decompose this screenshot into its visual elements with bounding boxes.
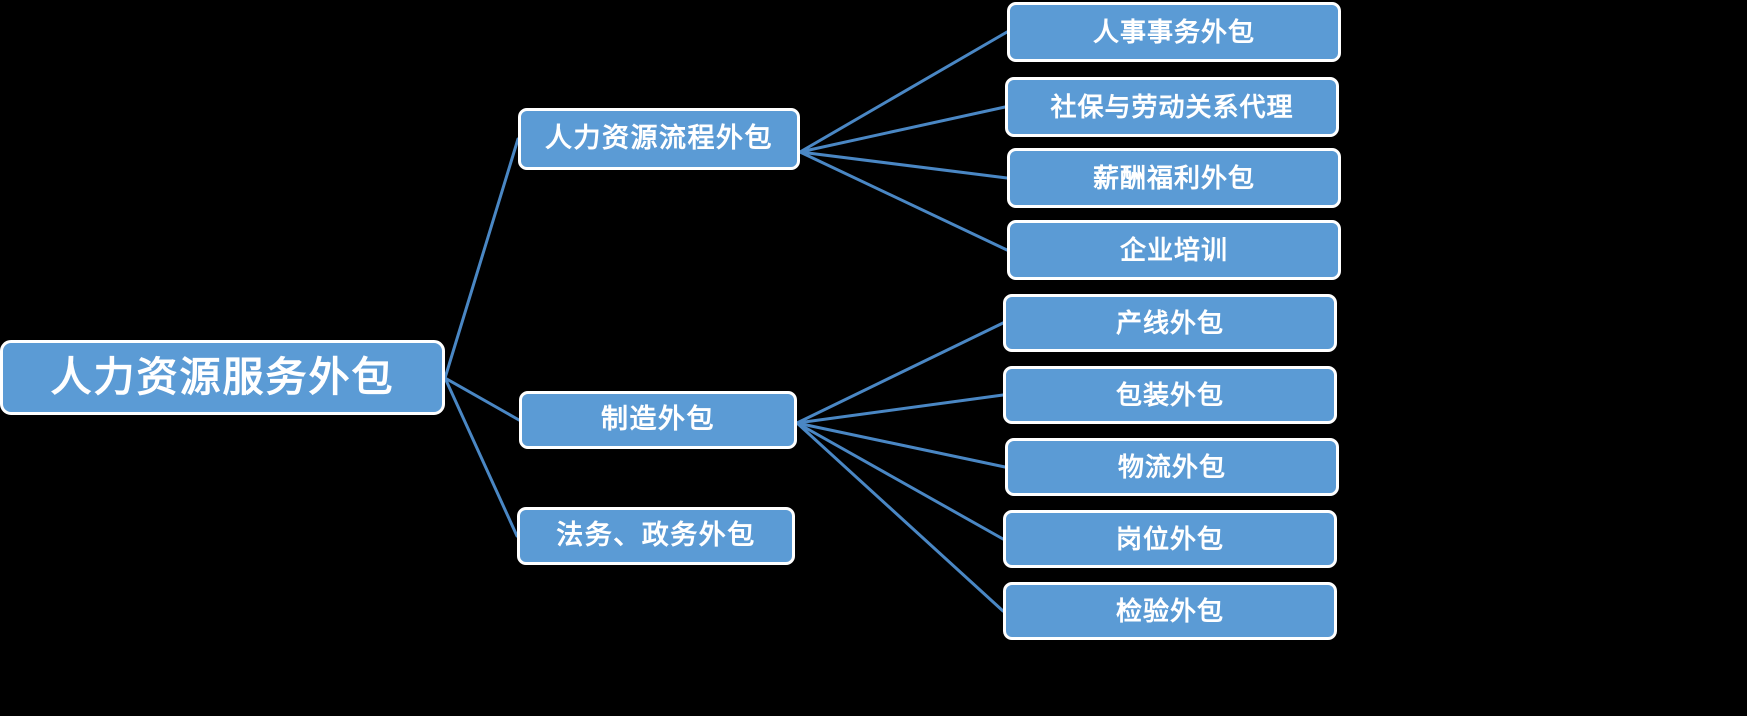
node-leaf-packaging[interactable]: 包装外包 xyxy=(1003,366,1337,424)
node-manufacturing-label: 制造外包 xyxy=(601,404,715,435)
edge-manufacturing-to-leaf-7 xyxy=(795,421,1007,469)
edge-hrpo-to-leaf-4 xyxy=(798,150,1009,252)
edge-root-to-manufacturing xyxy=(443,376,521,422)
node-leaf-inspection[interactable]: 检验外包 xyxy=(1003,582,1337,640)
node-leaf-compensation-benefits[interactable]: 薪酬福利外包 xyxy=(1007,148,1341,208)
node-leaf-logistics[interactable]: 物流外包 xyxy=(1005,438,1339,496)
node-legal[interactable]: 法务、政务外包 xyxy=(517,507,795,565)
node-leaf-inspection-label: 检验外包 xyxy=(1115,595,1224,626)
edge-manufacturing-to-leaf-5 xyxy=(795,321,1005,425)
edge-hrpo-to-leaf-1 xyxy=(798,30,1009,154)
node-leaf-logistics-label: 物流外包 xyxy=(1117,451,1226,482)
node-leaf-social-insurance-label: 社保与劳动关系代理 xyxy=(1050,91,1294,122)
edge-manufacturing-to-leaf-9 xyxy=(795,421,1005,613)
node-legal-label: 法务、政务外包 xyxy=(556,520,756,551)
node-leaf-compensation-benefits-label: 薪酬福利外包 xyxy=(1092,162,1255,193)
edge-manufacturing-to-leaf-8 xyxy=(795,421,1005,541)
node-leaf-corporate-training-label: 企业培训 xyxy=(1119,234,1228,265)
node-hrpo[interactable]: 人力资源流程外包 xyxy=(518,108,800,170)
node-leaf-personnel-affairs-label: 人事事务外包 xyxy=(1092,16,1255,47)
edge-hrpo-to-leaf-3 xyxy=(798,150,1009,180)
node-leaf-position[interactable]: 岗位外包 xyxy=(1003,510,1337,568)
node-leaf-production-line-label: 产线外包 xyxy=(1115,307,1224,338)
node-leaf-corporate-training[interactable]: 企业培训 xyxy=(1007,220,1341,280)
edge-root-to-legal xyxy=(443,376,519,538)
node-leaf-personnel-affairs[interactable]: 人事事务外包 xyxy=(1007,2,1341,62)
node-hrpo-label: 人力资源流程外包 xyxy=(545,123,773,154)
node-leaf-packaging-label: 包装外包 xyxy=(1115,379,1224,410)
node-manufacturing[interactable]: 制造外包 xyxy=(519,391,797,449)
node-leaf-production-line[interactable]: 产线外包 xyxy=(1003,294,1337,352)
node-leaf-position-label: 岗位外包 xyxy=(1115,523,1224,554)
node-root-label: 人力资源服务外包 xyxy=(50,353,395,400)
node-leaf-social-insurance[interactable]: 社保与劳动关系代理 xyxy=(1005,77,1339,137)
node-root[interactable]: 人力资源服务外包 xyxy=(0,340,445,415)
edge-root-to-hrpo xyxy=(443,137,520,380)
edge-hrpo-to-leaf-2 xyxy=(798,105,1007,154)
edge-manufacturing-to-leaf-6 xyxy=(795,393,1005,425)
